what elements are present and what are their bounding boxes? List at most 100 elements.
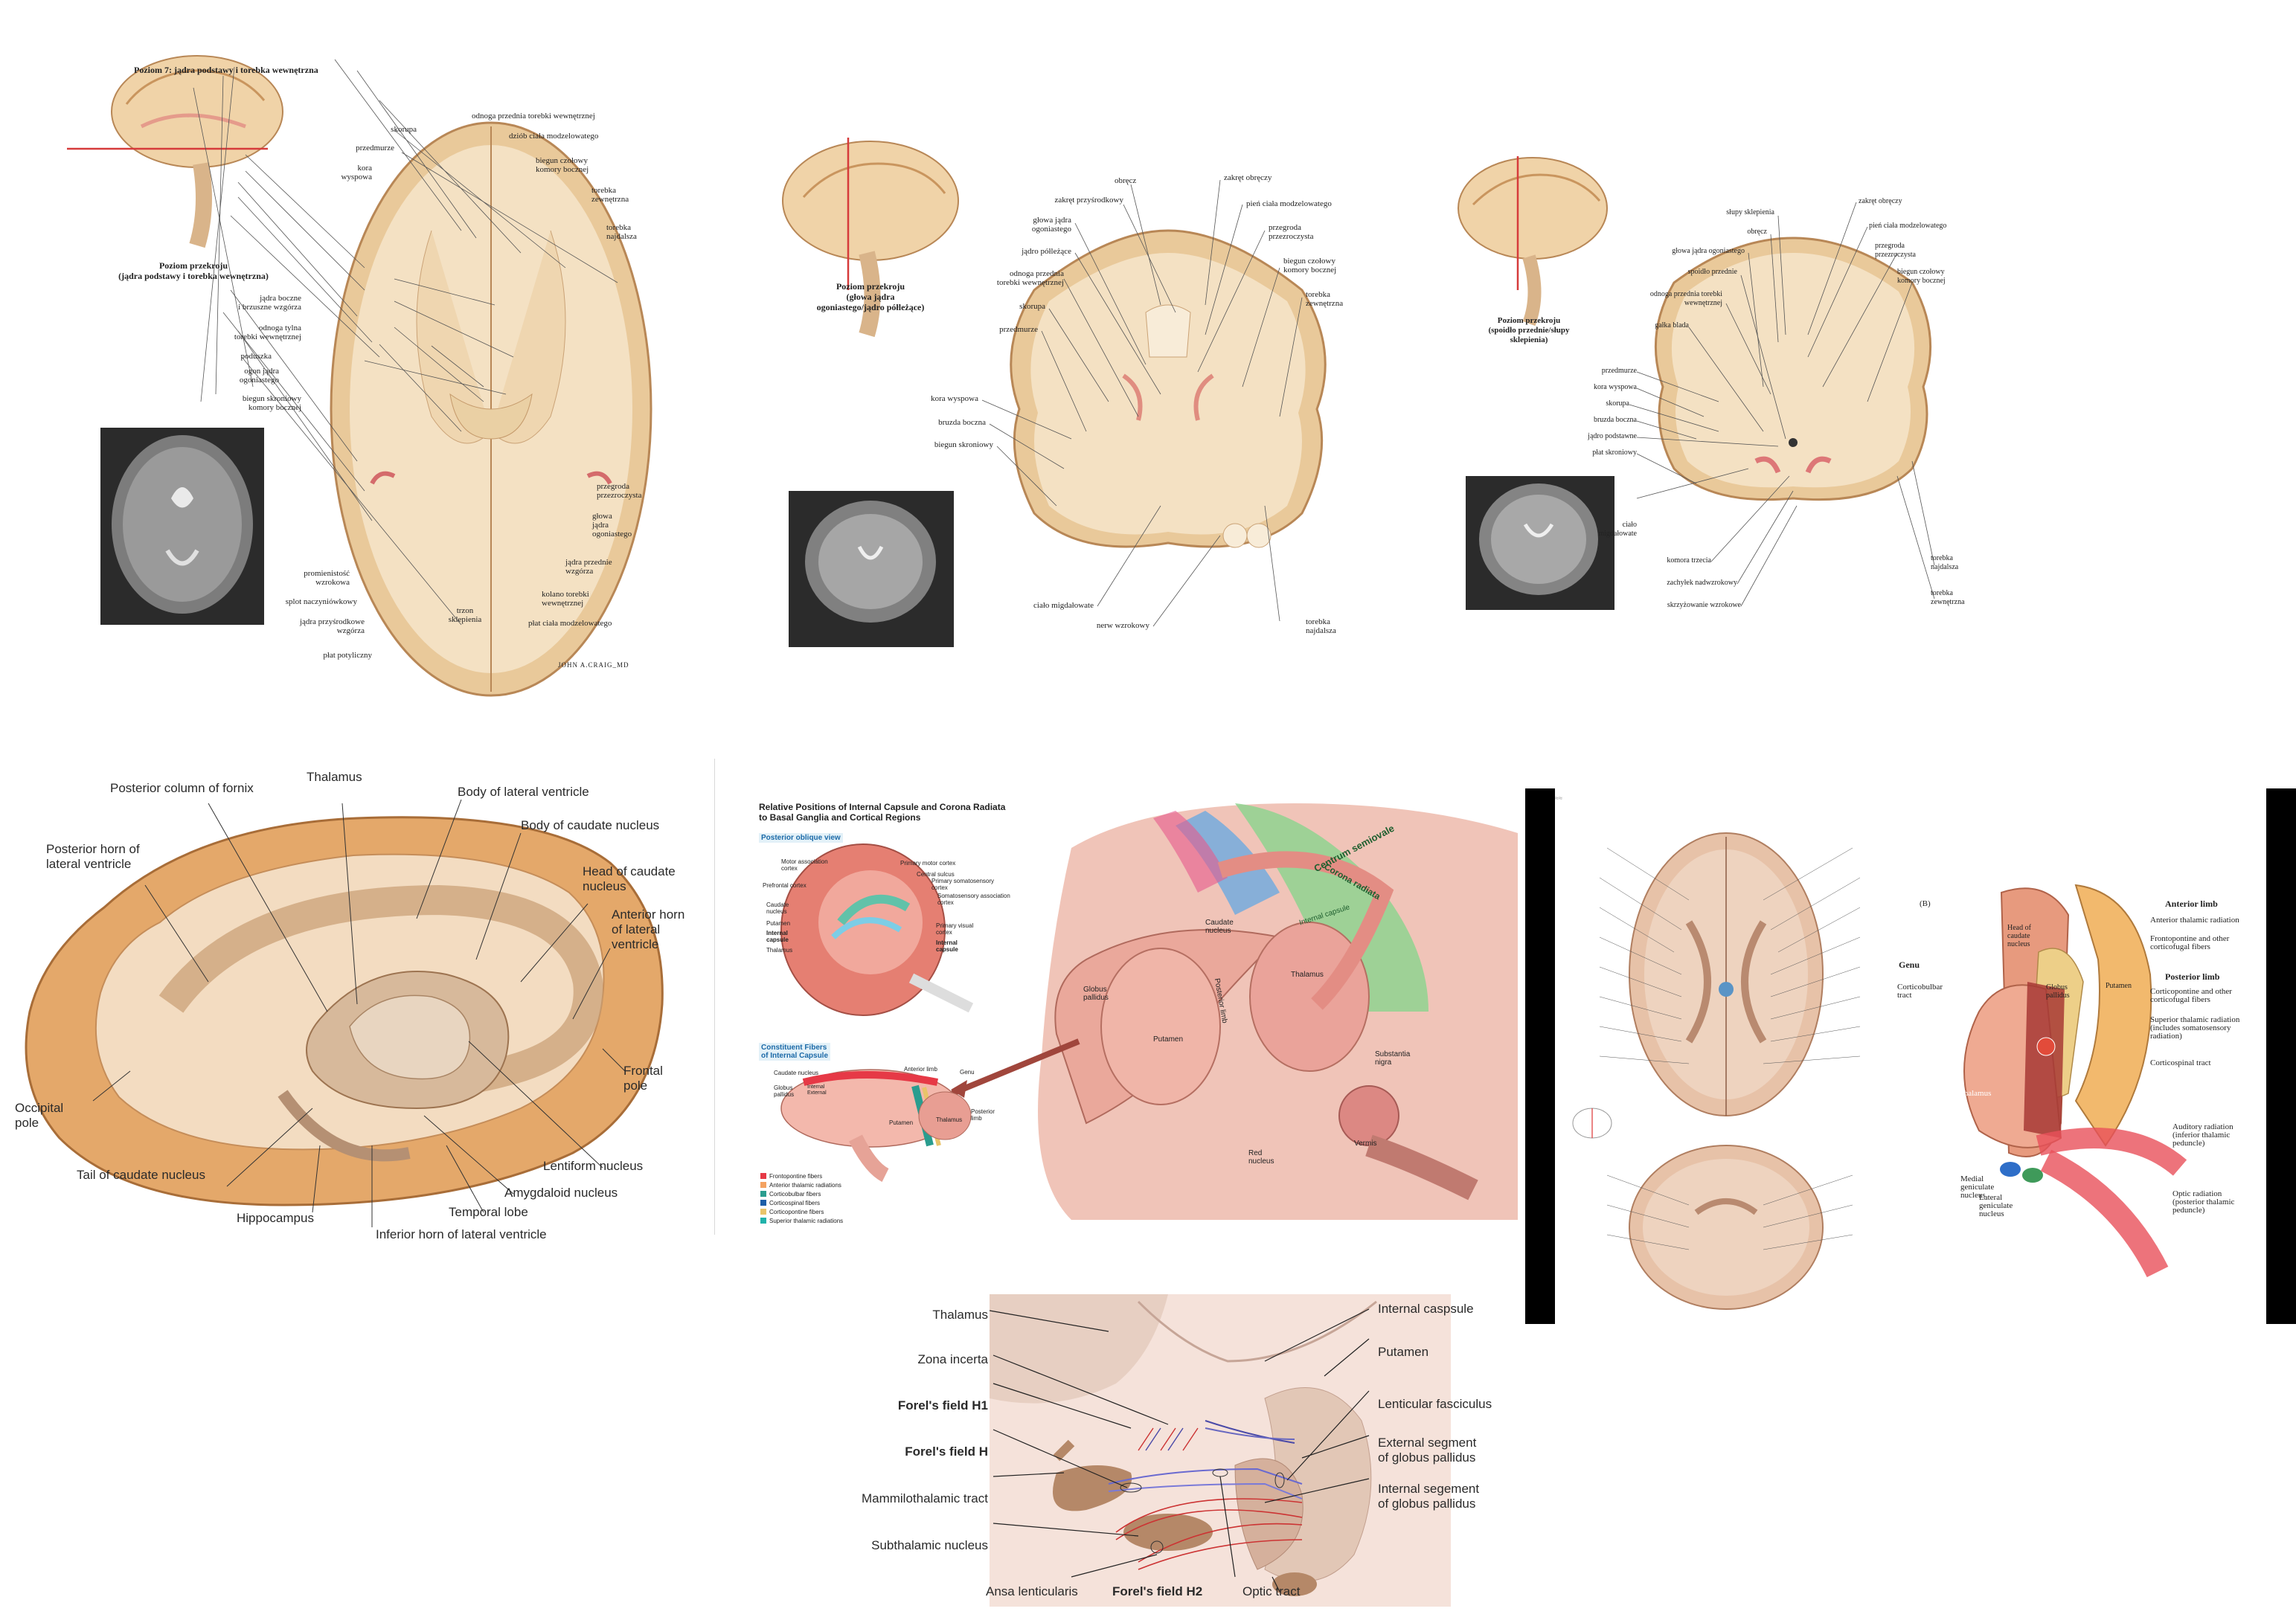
label-putamen-big: Putamen [1153,1035,1184,1044]
label-galka-blada: gałka blada [1655,321,1689,330]
label-bruzda-boczna: bruzda boczna [938,418,986,427]
label-internal-external: Internal External [807,1084,827,1096]
label-torebka-najdalsza-2: torebka najdalsza [1306,617,1336,635]
label-subthalamic: Subthalamic nucleus [871,1538,988,1552]
panel-coronal-caudate: Poziom przekroju (głowa jądra ogoniasteg… [759,119,1384,655]
label-torebka-zewnetrzna-3: torebka zewnętrzna [1931,589,1965,606]
legend-swatch-corticospinal [760,1200,766,1206]
label-odnoga-tylna: odnoga tylna torebki wewnętrznej [234,324,301,341]
axial-section-illustration [67,55,652,697]
label-forel-h1: Forel's field H1 [897,1398,988,1413]
panel3-caption: Poziom przekroju (spoidło przednie/słupy… [1488,316,1570,344]
panel5-title: Relative Positions of Internal Capsule a… [759,802,1006,823]
label-amygdaloid-nucleus: Amygdaloid nucleus [504,1186,618,1200]
label-plat-potyliczny: płat potyliczny [323,651,372,660]
label-primary-somatosensory: Primary somatosensory cortex [931,878,995,891]
label-globus-pallidus-small: Globus pallidus [774,1084,795,1098]
label-bruzda-boczna-3: bruzda boczna [1593,416,1637,424]
label-obrecz-3: obręcz [1747,228,1767,236]
label-caudate-small: Caudate nucleus [766,902,789,915]
panel6-tag: (B) [1920,899,1931,908]
label-corticospinal-tract: Corticospinal tract [2150,1058,2211,1067]
label-superior-thalamic-radiation: Superior thalamic radiation (includes so… [2150,1015,2240,1041]
label-biegun-skroniowy-2: biegun skroniowy [934,440,993,449]
legend-swatch-anterior-thalamic [760,1182,766,1188]
coronal-caudate-illustration [782,138,1327,647]
label-trzon-sklepienia: trzon sklepienia [448,606,482,624]
label-spoidlo: spoidło przednie [1687,268,1737,276]
leader-lines [1599,847,1861,1250]
label-internal-capsule-small-2: Internal capsule [936,939,958,953]
label-optic-tract: Optic tract [1242,1584,1301,1598]
label-jadra-przysrodkowe: jądra przyśrodkowe wzgórza [299,617,365,635]
label-thalamus-small: Thalamus [766,947,793,954]
label-przedmurze: przedmurze [356,144,394,152]
label-posterior-column-fornix: Posterior column of fornix [110,781,254,795]
label-vermis: Vermis [1354,1140,1377,1148]
label-slupy: słupy sklepienia [1726,208,1774,216]
black-border-right [2266,788,2296,1324]
label-odnoga-przednia: odnoga przednia torebki wewnętrznej [472,112,595,120]
label-prefrontal: Prefrontal cortex [763,882,807,889]
label-red-nucleus: Red nucleus [1248,1149,1274,1166]
illustrator-signature: JOHN A.CRAIG_MD [558,661,629,669]
label-glowa-jadra-2: głowa jądra ogoniastego [1031,216,1071,234]
panel1-caption: Poziom przekroju (jądra podstawy i toreb… [118,260,269,281]
label-dziob: dziób ciała modzelowatego [509,132,599,141]
label-anterior-horn: Anterior horn of lateral ventricle [612,907,685,951]
label-genu: Genu [1899,960,1920,970]
label-globus-pallidus-schematic: Globus pallidus [2046,983,2070,1000]
label-splot: splot naczyniówkowy [285,597,357,606]
label-zakret-obreczy: zakręt obręczy [1224,173,1272,182]
legend-swatch-corticopontine [760,1209,766,1215]
label-optic-radiation: Optic radiation (posterior thalamic pedu… [2172,1189,2235,1215]
label-central-sulcus: Central sulcus [917,871,955,878]
label-ansa-lenticularis: Ansa lenticularis [986,1584,1078,1598]
label-thalamus-fibers: Thalamus [936,1116,963,1123]
internal-capsule-illustration [759,788,1518,1235]
legend-corticopontine: Corticopontine fibers [769,1209,824,1215]
label-torebka-najdalsza-3: torebka najdalsza [1931,554,1959,571]
label-biegun-czolowy: biegun czołowy komory bocznej [536,156,589,174]
legend-corticospinal: Corticospinal fibers [769,1200,821,1206]
legend-swatch-superior-thalamic [760,1218,766,1224]
label-putamen-small: Putamen [766,920,791,927]
label-odnoga-przednia-3: odnoga przednia torebki wewnętrznej [1649,290,1722,307]
label-anterior-limb: Anterior limb [2165,899,2218,909]
panel5-subtitle-oblique: Posterior oblique view [759,833,843,843]
label-biegun-czolowy-3: biegun czołowy komory bocznej [1897,268,1946,285]
label-globus-pallidus-big: Globus pallidus [1083,986,1109,1002]
label-head-caudate-schematic: Head of caudate nucleus [2007,924,2031,948]
label-przedmurze-3: przedmurze [1601,367,1637,375]
label-auditory-radiation: Auditory radiation (inferior thalamic pe… [2172,1122,2234,1148]
leader-lines [989,1308,1370,1593]
label-glowa-jadra: głowa jądra ogoniastego [592,512,632,539]
label-jadra-przednie: jądra przednie wzgórza [565,558,612,576]
panel1-title: Poziom 7: jądra podstawy i torebka wewnę… [134,65,318,75]
label-anterior-thalamic-radiation: Anterior thalamic radiation [2150,916,2239,925]
label-plat-skroniowy: płat skroniowy [1592,449,1637,457]
label-kora-wyspowa-3: kora wyspowa [1593,383,1637,391]
label-putamen-fibers: Putamen [889,1119,914,1126]
panel-forel-fields: Thalamus Zona incerta Forel's field H1 F… [818,1287,1525,1614]
panel-lateral-ventricle: Posterior column of fornix Thalamus Body… [0,759,714,1279]
forel-fields-illustration [989,1294,1451,1607]
label-frontal-pole: Frontal pole [623,1064,663,1093]
label-skrzyzowanie: skrzyżowanie wzrokowe [1667,601,1741,609]
label-biegun-czolowy-2: biegun czołowy komory bocznej [1283,257,1337,274]
label-temporal-lobe: Temporal lobe [449,1205,528,1219]
label-plat-ciala: płat ciała modzelowatego [528,619,612,628]
label-anterior-limb-small: Anterior limb [904,1066,937,1073]
legend-frontopontine: Frontopontine fibers [769,1173,823,1180]
label-internal-caspsule: Internal caspsule [1378,1302,1474,1316]
label-internal-segment: Internal segement of globus pallidus [1378,1482,1480,1511]
label-promienistosc: promienistość wzrokowa [304,569,350,587]
label-body-lateral-ventricle: Body of lateral ventricle [458,785,589,799]
label-hippocampus: Hippocampus [237,1211,314,1225]
label-putamen-forel: Putamen [1378,1345,1429,1359]
label-internal-capsule-small: Internal capsule [766,930,789,943]
label-mammilothalamic: Mammilothalamic tract [861,1491,988,1505]
label-jadro-podstawne: jądro podstawne [1588,432,1637,440]
label-jadra-boczne: jądra boczne i brzuszne wzgórza [238,294,301,312]
label-caudate-fibers: Caudate nucleus [774,1070,819,1076]
